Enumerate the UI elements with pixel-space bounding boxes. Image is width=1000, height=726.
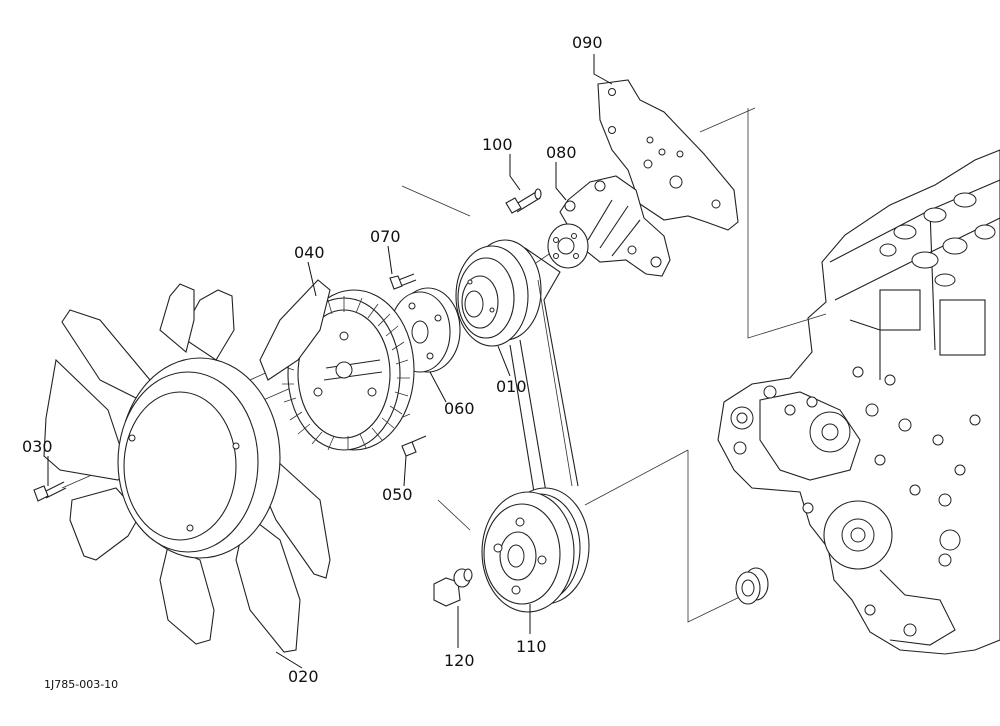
part-label-050: 050 (382, 485, 413, 504)
part-label-100: 100 (482, 135, 513, 154)
part-label-070: 070 (370, 227, 401, 246)
bolt-070 (389, 273, 417, 290)
part-label-110: 110 (516, 637, 547, 656)
part-label-020: 020 (288, 667, 319, 686)
crank-pulley-110 (481, 487, 590, 613)
bracket-plate-090 (597, 79, 739, 231)
fan-pulley-010 (455, 239, 542, 347)
part-label-030: 030 (22, 437, 53, 456)
part-label-010: 010 (496, 377, 527, 396)
bolt-100 (505, 188, 542, 214)
engine-block-illustration (717, 149, 1000, 655)
part-label-040: 040 (294, 243, 325, 262)
v-belt (509, 247, 579, 493)
part-label-060: 060 (444, 399, 475, 418)
leader-lines (47, 54, 613, 669)
fan-bracket-080 (547, 175, 671, 277)
nut-050 (401, 435, 427, 457)
crank-gear (735, 567, 769, 605)
pulley-bolt-120 (433, 568, 473, 607)
part-number-labels: 090 100 080 070 040 010 060 030 050 110 … (22, 33, 603, 686)
diagram-reference-code: 1J785-003-10 (44, 678, 118, 691)
cooling-fan-020 (43, 279, 331, 653)
part-label-120: 120 (444, 651, 475, 670)
bolt-030 (33, 481, 67, 502)
part-label-090: 090 (572, 33, 603, 52)
part-label-080: 080 (546, 143, 577, 162)
